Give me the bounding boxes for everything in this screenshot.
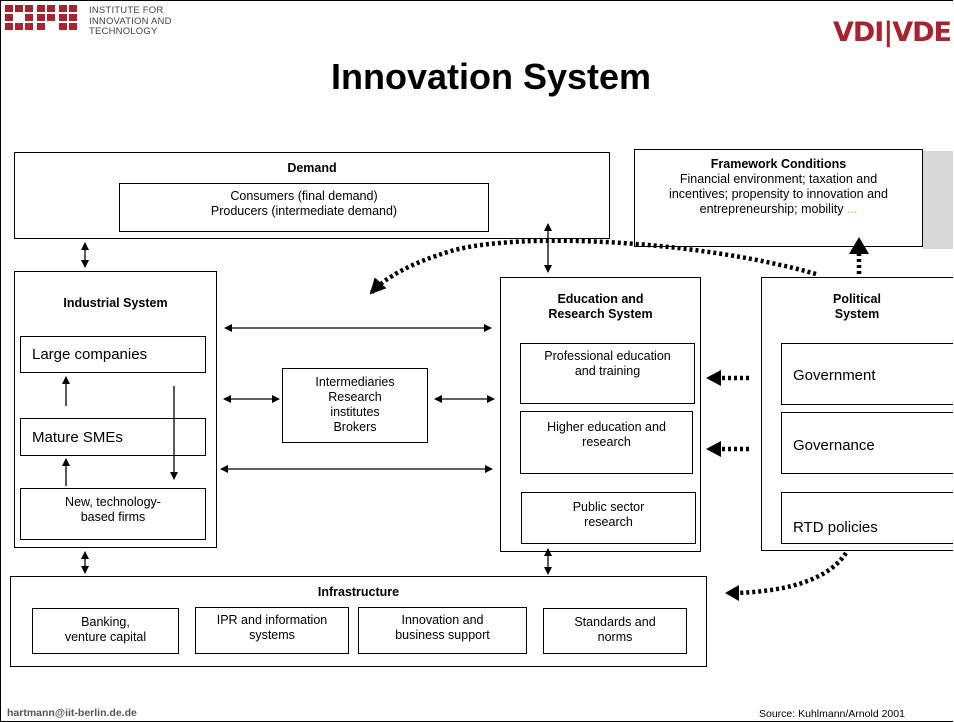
government-box: Government: [781, 343, 953, 405]
rtd-policies-box: RTD policies: [781, 492, 953, 544]
footer-email: hartmann@iit-berlin.de.de: [7, 707, 137, 719]
professional-education-box: Professional education and training: [520, 343, 695, 404]
demand-heading: Demand: [287, 161, 337, 175]
infrastructure-heading: Infrastructure: [317, 585, 400, 599]
banking-box: Banking, venture capital: [32, 608, 179, 654]
innovation-support-box: Innovation and business support: [358, 607, 527, 654]
footer-source: Source: Kuhlmann/Arnold 2001: [759, 708, 905, 720]
dotted-arrow-political-infrastructure: [735, 551, 848, 596]
page-title: Innovation System: [330, 56, 652, 97]
logo-text: INSTITUTE FOR INNOVATION AND TECHNOLOGY: [89, 5, 172, 37]
intermediaries-box: Intermediaries Research institutes Broke…: [282, 368, 428, 443]
new-firms-box: New, technology- based firms: [20, 488, 206, 540]
political-heading: Political System: [833, 292, 881, 321]
industrial-heading: Industrial System: [63, 296, 168, 310]
iit-logo: [5, 5, 77, 39]
education-heading: Education and Research System: [548, 292, 653, 321]
governance-box: Governance: [781, 412, 953, 474]
framework-heading: Framework Conditions: [710, 157, 847, 171]
demand-inner-box: Consumers (final demand) Producers (inte…: [119, 183, 489, 232]
large-companies-box: Large companies: [20, 336, 206, 373]
partner-logo: VDI|VDE|IT: [833, 18, 953, 48]
ipr-box: IPR and information systems: [195, 607, 349, 654]
dotted-arrow-political-industrial: [369, 238, 817, 295]
standards-box: Standards and norms: [543, 608, 687, 654]
mature-smes-box: Mature SMEs: [20, 418, 206, 456]
public-sector-research-box: Public sector research: [521, 492, 696, 544]
higher-education-box: Higher education and research: [520, 411, 693, 474]
framework-box: Framework Conditions Financial environme…: [634, 149, 923, 247]
